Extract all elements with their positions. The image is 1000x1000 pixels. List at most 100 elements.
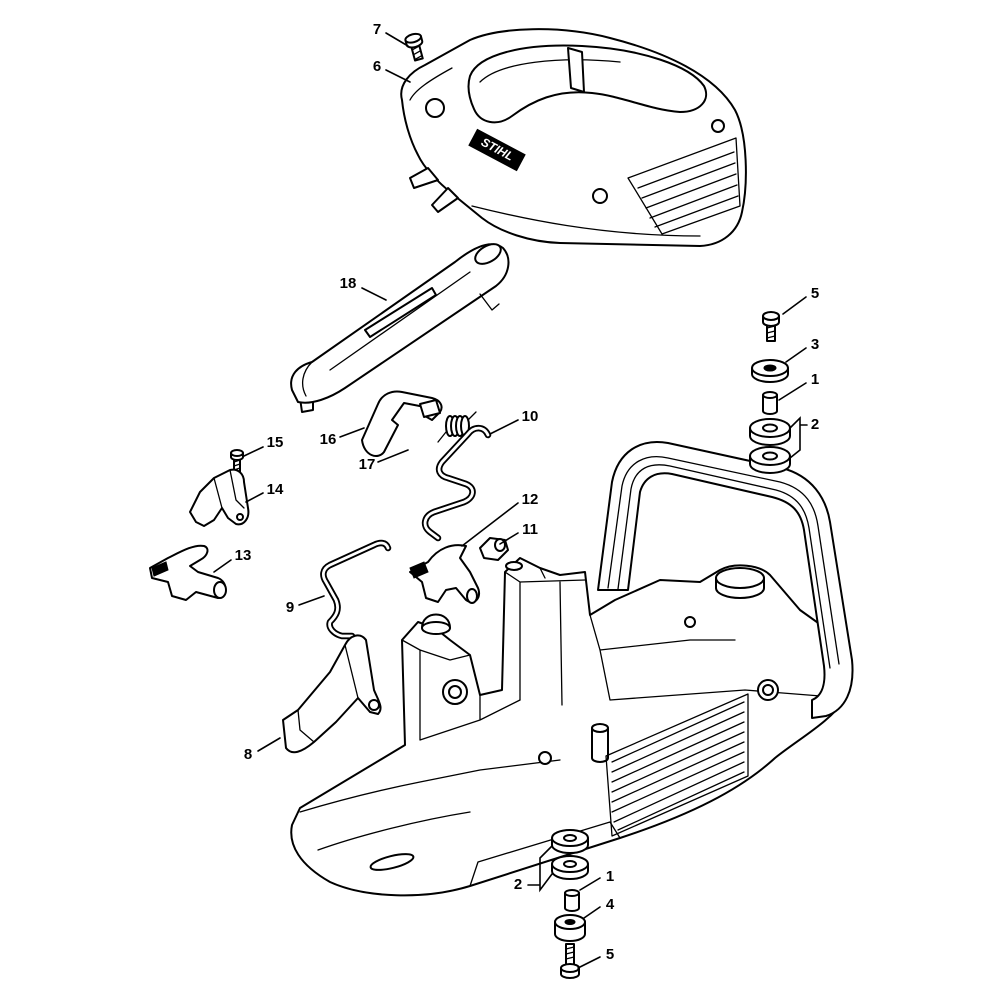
housing-post-top (591, 723, 609, 733)
sleeve-1-bottom-rim (564, 889, 580, 897)
screw-7-head (404, 32, 422, 44)
handle-18-end (474, 243, 502, 265)
housing-tower-lines (504, 567, 847, 706)
stihl-logo-badge (468, 128, 526, 172)
sleeve-part-1-bottom (564, 889, 580, 912)
spring-17-tails (437, 411, 477, 443)
main-housing (290, 557, 847, 897)
washer-part-2-top-a (749, 418, 791, 446)
leader-lines (213, 32, 808, 969)
leader-line-15 (243, 446, 264, 457)
housing-hole-floor (538, 751, 552, 765)
bracket-part-14 (189, 468, 250, 527)
callout-2-top: 2 (811, 416, 819, 433)
shroud-opening (467, 44, 708, 124)
bracket-14-hole (236, 513, 244, 521)
trigger-part-8 (282, 634, 382, 754)
leader-line-7 (385, 32, 409, 47)
washer-part-2-top-b (749, 446, 791, 474)
washer-2a-hole (762, 423, 778, 433)
lever-part-13 (149, 544, 227, 601)
screw-15-head (230, 449, 244, 457)
shroud-inner-tab (567, 47, 585, 93)
handle-18-hook (479, 293, 500, 311)
washer-3-hole (763, 364, 777, 372)
washer-2b-hole (762, 451, 778, 461)
leader-line-10 (489, 419, 519, 435)
callout-5-top: 5 (811, 285, 819, 302)
washer-2-bottom-b-hole (563, 860, 577, 868)
callout-3: 3 (811, 336, 819, 353)
washer-part-3 (751, 359, 789, 383)
spacer-4-hole (564, 919, 576, 925)
housing-slot (369, 853, 415, 871)
rod-9-fill (321, 541, 390, 638)
lever-12-tab (409, 561, 429, 579)
screw-5-bottom-threads (565, 946, 575, 960)
screw-5-bottom-head (560, 963, 580, 973)
housing-post-body (591, 727, 609, 763)
shroud-rim-lines (409, 59, 701, 237)
loop-handle-grip-lines (607, 456, 840, 669)
lever-13-pivot (213, 581, 227, 599)
callout-11: 11 (522, 521, 538, 538)
screw-5-top-head (762, 311, 780, 321)
leader-line-1-top (778, 382, 807, 401)
fuel-cap (715, 567, 765, 599)
callout-13: 13 (235, 547, 252, 564)
spacer-part-4 (554, 914, 586, 942)
clip-16-body (361, 390, 443, 457)
sleeve-1-bottom-body (564, 892, 580, 912)
housing-tray-lines (299, 639, 621, 887)
shroud-part-6: STIHL (400, 28, 747, 247)
callout-18: 18 (340, 275, 357, 292)
shroud-grille-frame (627, 137, 741, 235)
grille-frame (605, 693, 749, 837)
callout-14: 14 (267, 481, 284, 498)
shroud-grille (627, 137, 741, 235)
callout-labels: 7 6 18 5 3 1 2 16 10 17 15 14 12 11 13 9… (235, 21, 820, 963)
leader-line-8 (257, 737, 281, 752)
bracket-2-top (789, 416, 808, 459)
callout-9: 9 (286, 599, 294, 616)
washer-2-bottom-a-hole (563, 834, 577, 842)
callout-6: 6 (373, 58, 381, 75)
handle-18-outline (290, 243, 510, 404)
rod-9-outline (320, 539, 392, 640)
shroud-grille-slats (637, 151, 739, 228)
loop-handle-outline (597, 441, 854, 719)
leader-line-13 (213, 559, 232, 573)
housing-post (591, 723, 609, 763)
clip-16-tab (419, 399, 441, 418)
grille-slats (611, 701, 745, 831)
leader-line-12 (461, 502, 519, 547)
trigger-8-edges (297, 644, 359, 743)
screw-part-5-bottom (560, 943, 580, 979)
screw-part-5-top (762, 311, 780, 342)
callout-5-bottom: 5 (606, 946, 614, 963)
housing-cooling-grille (605, 693, 749, 837)
trigger-8-body (282, 634, 382, 754)
sleeve-1-top-body (762, 394, 778, 415)
rod-part-9 (320, 539, 392, 640)
lever-part-12 (409, 544, 480, 604)
callout-17: 17 (359, 456, 376, 473)
callout-8: 8 (244, 746, 252, 763)
shroud-prong-lower (431, 187, 459, 213)
leader-line-4 (583, 906, 601, 919)
leader-line-5-bottom (577, 956, 601, 969)
trigger-8-pivot (368, 699, 380, 711)
callout-4: 4 (606, 896, 615, 913)
callout-1-top: 1 (811, 371, 819, 388)
bracket-14-edges (213, 469, 245, 509)
screw-part-7 (404, 32, 424, 62)
lever-12-pivot (466, 588, 478, 604)
tower-post-top (505, 561, 523, 571)
leader-line-11 (499, 532, 519, 545)
callout-16: 16 (320, 431, 337, 448)
shroud-prong-upper (409, 167, 439, 189)
loop-handle (597, 441, 854, 719)
callout-15: 15 (267, 434, 284, 451)
primer-cap-rim (421, 621, 451, 635)
callout-12: 12 (522, 491, 539, 508)
